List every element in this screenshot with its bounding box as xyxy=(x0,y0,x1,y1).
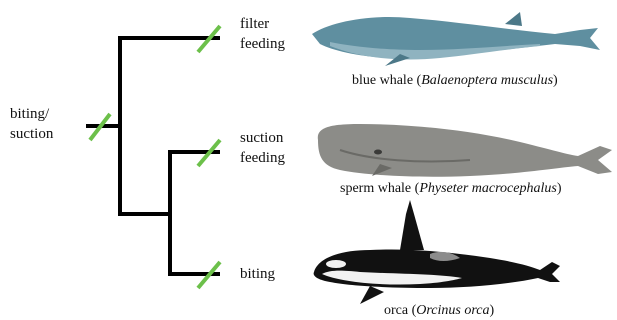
caption-blue-whale: blue whale (Balaenoptera musculus) xyxy=(352,72,558,90)
phylogenetic-tree xyxy=(88,38,218,274)
caption-orca: orca (Orcinus orca) xyxy=(384,302,494,320)
common-name: orca xyxy=(384,303,408,318)
sperm-whale-illustration xyxy=(318,124,612,177)
scientific-name: Physeter macrocephalus xyxy=(419,181,557,196)
common-name: blue whale xyxy=(352,73,413,88)
leaf-label-biting: biting xyxy=(240,264,275,284)
leaf-label-filter-feeding: filter feeding xyxy=(240,14,285,54)
root-label-line2: suction xyxy=(10,124,53,144)
leaf-label-line2: feeding xyxy=(240,34,285,54)
root-label: biting/ suction xyxy=(10,104,53,144)
leaf-label-line2: feeding xyxy=(240,148,285,168)
leaf-label-line1: suction xyxy=(240,128,285,148)
leaf-label-line1: biting xyxy=(240,264,275,284)
scientific-name: Orcinus orca xyxy=(416,303,489,318)
trait-markers xyxy=(90,26,220,288)
scientific-name: Balaenoptera musculus xyxy=(421,73,553,88)
root-label-line1: biting/ xyxy=(10,104,53,124)
leaf-label-suction-feeding: suction feeding xyxy=(240,128,285,168)
common-name: sperm whale xyxy=(340,181,411,196)
orca-illustration xyxy=(314,200,560,304)
blue-whale-illustration xyxy=(312,12,600,66)
leaf-label-line1: filter xyxy=(240,14,285,34)
caption-sperm-whale: sperm whale (Physeter macrocephalus) xyxy=(340,180,562,198)
